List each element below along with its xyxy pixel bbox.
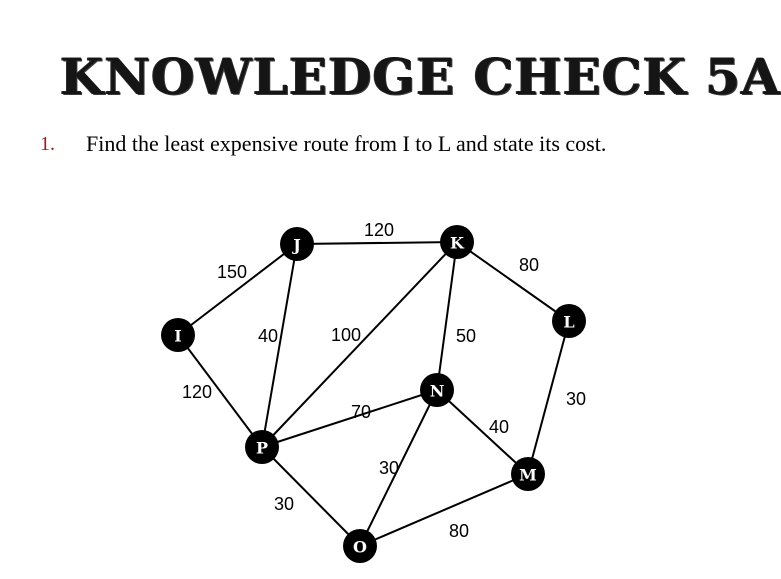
edge-i-j <box>177 243 298 336</box>
node-label: J <box>291 236 301 255</box>
edges-layer <box>177 241 570 547</box>
network-graph: 150 120 80 120 40 100 50 30 70 40 30 30 80 I J K L N P M O <box>161 220 586 563</box>
edge-weight-k-l: 80 <box>519 255 539 275</box>
node-label: K <box>450 234 465 253</box>
edge-k-l <box>456 241 570 322</box>
edge-weight-p-n: 70 <box>351 402 371 422</box>
edge-weight-j-k: 120 <box>364 220 394 240</box>
question-text: Find the least expensive route from I to… <box>86 131 607 156</box>
node-label: N <box>430 382 445 401</box>
slide-title: KNOWLEDGE CHECK 5A <box>60 47 781 106</box>
edge-k-p <box>261 241 458 448</box>
edge-weight-i-p: 120 <box>182 382 212 402</box>
edge-n-m <box>436 389 529 475</box>
nodes-layer: I J K L N P M O <box>161 225 586 563</box>
edge-j-p <box>261 243 298 448</box>
node-circle <box>440 225 474 259</box>
node-label: L <box>563 313 574 332</box>
node-label: I <box>174 327 181 346</box>
edge-weight-l-m: 30 <box>566 389 586 409</box>
edge-weight-j-p: 40 <box>258 326 278 346</box>
node-m: M <box>511 457 545 491</box>
edge-weight-i-j: 150 <box>217 262 247 282</box>
node-p: P <box>245 430 279 464</box>
node-i: I <box>161 318 195 352</box>
edge-weight-k-p: 100 <box>331 325 361 345</box>
node-circle <box>280 227 314 261</box>
node-j: J <box>280 227 314 261</box>
edge-k-n <box>436 241 458 391</box>
edge-weight-k-n: 50 <box>456 326 476 346</box>
node-circle <box>343 529 377 563</box>
node-o: O <box>343 529 377 563</box>
weights-layer: 150 120 80 120 40 100 50 30 70 40 30 30 80 <box>182 220 586 541</box>
edge-weight-n-o: 30 <box>379 458 399 478</box>
node-label: O <box>353 538 367 557</box>
edge-n-o <box>359 389 438 547</box>
node-circle <box>245 430 279 464</box>
edge-j-k <box>296 241 458 245</box>
node-circle <box>420 373 454 407</box>
node-k: K <box>440 225 474 259</box>
edge-i-p <box>177 334 263 448</box>
node-label: P <box>256 439 268 458</box>
node-circle <box>161 318 195 352</box>
edge-p-o <box>261 446 361 547</box>
node-circle <box>552 304 586 338</box>
node-circle <box>511 457 545 491</box>
edge-l-m <box>527 320 570 475</box>
question-number: 1. <box>40 133 55 155</box>
node-n: N <box>420 373 454 407</box>
node-l: L <box>552 304 586 338</box>
edge-o-m <box>359 473 529 547</box>
node-label: M <box>519 466 537 485</box>
edge-weight-o-m: 80 <box>449 521 469 541</box>
edge-weight-p-o: 30 <box>274 494 294 514</box>
edge-p-n <box>261 389 438 448</box>
edge-weight-n-m: 40 <box>489 417 509 437</box>
